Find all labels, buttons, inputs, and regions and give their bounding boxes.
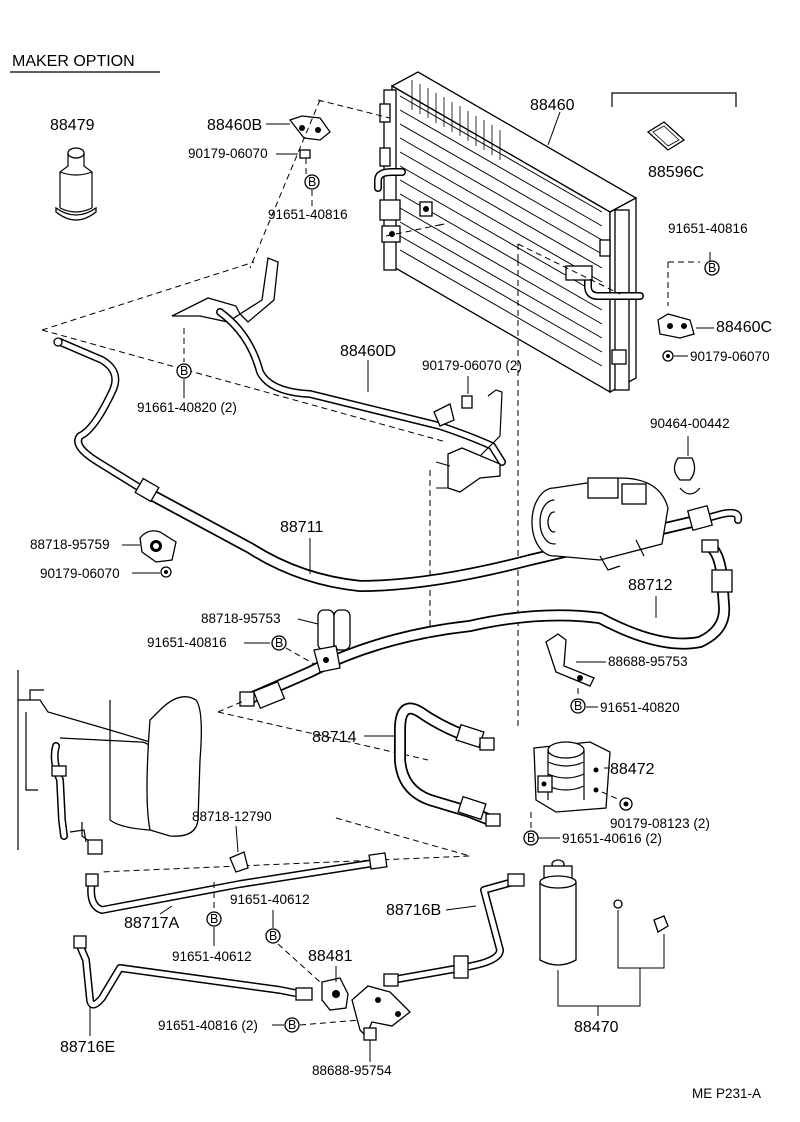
- label-88718-12790: 88718-12790: [192, 809, 272, 824]
- label-88717A: 88717A: [124, 915, 179, 932]
- label-91651-40816-b: 91651-40816: [668, 221, 748, 236]
- label-88481: 88481: [308, 948, 353, 965]
- svg-text:B: B: [180, 364, 188, 378]
- hose-88714-drawing: [394, 702, 501, 827]
- label-88716B: 88716B: [386, 902, 441, 919]
- label-90179-08123: 90179-08123 (2): [610, 816, 710, 831]
- pipe-88716E-drawing: [73, 935, 313, 1009]
- label-90179-06070-b: 90179-06070: [690, 349, 770, 364]
- svg-text:B: B: [308, 175, 316, 189]
- label-88479: 88479: [50, 117, 95, 134]
- label-91651-40612-b: 91651-40612: [230, 892, 310, 907]
- nut-icon: [662, 350, 674, 362]
- nut-icon: [619, 797, 633, 811]
- pipe-88716B-drawing: [383, 873, 525, 987]
- clamp-88718-95753-drawing: [313, 609, 351, 673]
- bolt-icon: B: [704, 260, 720, 276]
- lower-assembly-outline: [99, 699, 471, 873]
- diagram-code: ME P231-A: [692, 1086, 761, 1101]
- support-88460D-drawing: [171, 257, 506, 493]
- bolt-icon: B: [176, 363, 192, 379]
- bolt-icon: B: [265, 928, 281, 944]
- clamp-88481-drawing: [321, 977, 349, 1011]
- bolt-icon: B: [271, 635, 287, 651]
- label-91651-40816-2: 91651-40816 (2): [158, 1018, 258, 1033]
- assembly-outline-lower: [41, 261, 447, 443]
- label-88716E: 88716E: [60, 1039, 115, 1056]
- condenser-88460-drawing: [374, 71, 638, 394]
- svg-text:B: B: [288, 1018, 296, 1032]
- label-91651-40820: 91651-40820: [600, 700, 680, 715]
- label-91651-40816-a: 91651-40816: [268, 207, 348, 222]
- pipe-88717A-drawing: [85, 851, 388, 914]
- label-91651-40612-a: 91651-40612: [172, 949, 252, 964]
- label-88460C: 88460C: [716, 319, 772, 336]
- label-88460B: 88460B: [207, 117, 262, 134]
- hose-88711-drawing: [53, 337, 743, 592]
- bracket-88460B-drawing: [288, 115, 331, 174]
- hose-88712-drawing: [239, 539, 733, 710]
- label-88472: 88472: [610, 761, 655, 778]
- label-90179-06070-a: 90179-06070: [188, 146, 268, 161]
- receiver-88470-drawing: [539, 859, 669, 966]
- svg-text:B: B: [574, 699, 582, 713]
- label-88460D: 88460D: [340, 343, 396, 360]
- engine-compartment-sketch: [17, 670, 202, 855]
- label-88460: 88460: [530, 97, 575, 114]
- label-88711: 88711: [280, 519, 323, 536]
- svg-text:B: B: [527, 831, 535, 845]
- label-90179-06070-c: 90179-06070: [40, 566, 120, 581]
- label-88596C: 88596C: [648, 164, 704, 181]
- bolt-icon: B: [523, 830, 539, 846]
- leader-88460: [547, 111, 561, 146]
- svg-text:B: B: [210, 912, 218, 926]
- bracket-88460C-drawing: [565, 239, 695, 365]
- label-90464-00442: 90464-00442: [650, 416, 730, 431]
- label-91651-40616: 91651-40616 (2): [562, 831, 662, 846]
- nut-icon: [461, 395, 473, 409]
- svg-text:B: B: [275, 636, 283, 650]
- bracket-88596C-group: [611, 92, 737, 151]
- bracket-88472-drawing: [533, 741, 611, 813]
- svg-text:B: B: [269, 929, 277, 943]
- label-88718-95759: 88718-95759: [30, 537, 110, 552]
- assembly-outline-upper: [249, 99, 445, 269]
- label-88718-95753: 88718-95753: [201, 611, 281, 626]
- compressor-drawing: [531, 477, 669, 571]
- bracket-88688-95753-drawing: [545, 633, 595, 687]
- bolt-icon: B: [304, 174, 320, 190]
- label-88712: 88712: [628, 577, 673, 594]
- label-90179-06070-2: 90179-06070 (2): [422, 358, 522, 373]
- bolt-icon: B: [284, 1017, 300, 1033]
- clamp-90464-00442-drawing: [673, 436, 701, 495]
- svg-text:B: B: [708, 261, 716, 275]
- label-91661-40820: 91661-40820 (2): [137, 400, 237, 415]
- label-91651-40816-c: 91651-40816: [147, 635, 227, 650]
- bracket-88688-95754-drawing: [351, 985, 411, 1041]
- label-88714: 88714: [312, 729, 357, 746]
- bolt-icon: B: [206, 911, 222, 927]
- bolt-icon: B: [570, 698, 586, 714]
- leader-88470: [557, 910, 665, 1007]
- cover-88479-drawing: [55, 147, 97, 221]
- label-88688-95753: 88688-95753: [608, 654, 688, 669]
- clamp-88718-95759-drawing: [139, 530, 177, 563]
- nut-icon: [160, 566, 172, 578]
- maker-option-title: MAKER OPTION: [12, 53, 135, 70]
- label-88688-95754: 88688-95754: [312, 1063, 392, 1078]
- label-88470: 88470: [574, 1019, 619, 1036]
